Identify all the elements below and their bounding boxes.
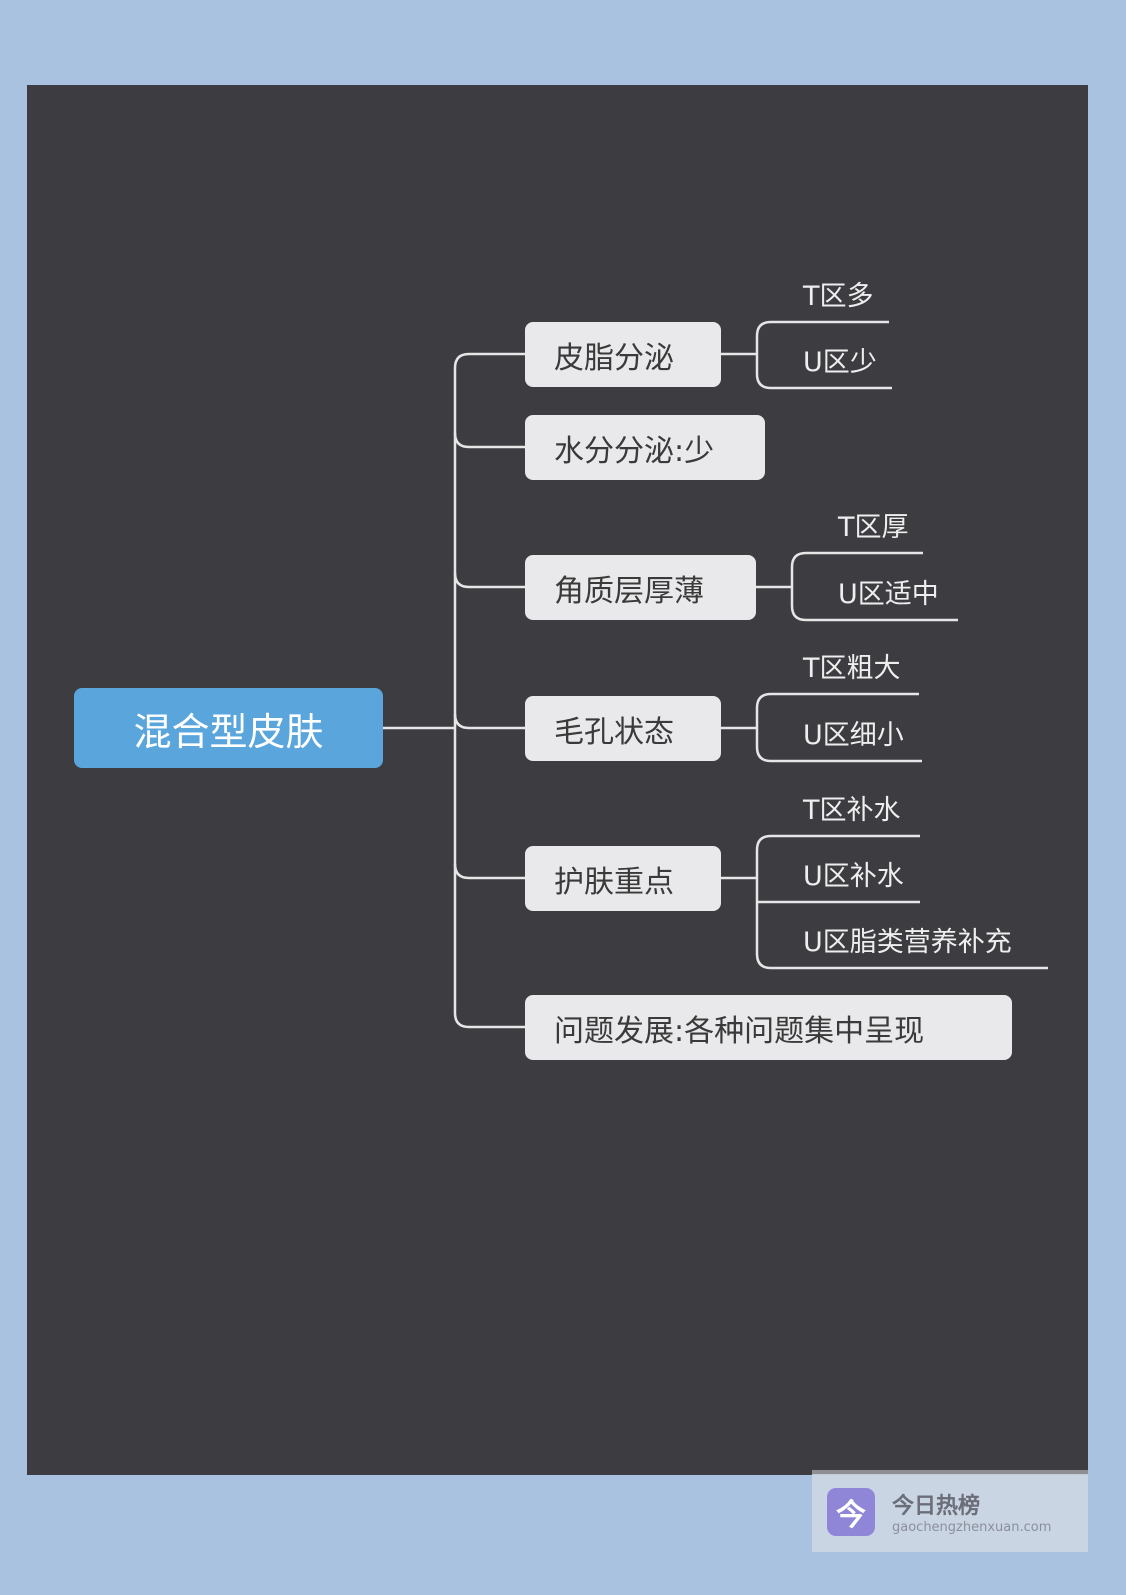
- branch-node[interactable]: 护肤重点: [525, 846, 721, 911]
- watermark: 今 今日热榜 gaochengzhenxuan.com: [812, 1470, 1088, 1552]
- connector: [755, 320, 892, 390]
- leaf-node[interactable]: U区补水: [803, 861, 904, 892]
- branch-node[interactable]: 皮脂分泌: [525, 322, 721, 387]
- leaf-node[interactable]: T区粗大: [803, 653, 901, 684]
- connector: [755, 692, 922, 763]
- branch-node[interactable]: 水分分泌:少: [525, 415, 765, 480]
- branch-node[interactable]: 问题发展:各种问题集中呈现: [525, 995, 1012, 1060]
- watermark-url: gaochengzhenxuan.com: [892, 1520, 1052, 1535]
- watermark-logo-icon: 今: [827, 1488, 875, 1536]
- branch-node[interactable]: 毛孔状态: [525, 696, 721, 761]
- leaf-node[interactable]: U区少: [803, 347, 877, 378]
- connector: [453, 352, 525, 1029]
- connector: [453, 572, 525, 589]
- leaf-node[interactable]: T区厚: [838, 512, 909, 543]
- leaf-node[interactable]: U区适中: [838, 579, 939, 610]
- connector: [453, 713, 525, 730]
- leaf-node[interactable]: U区细小: [803, 720, 904, 751]
- leaf-node[interactable]: U区脂类营养补充: [803, 927, 1012, 958]
- mind-map-canvas: [27, 85, 1088, 1475]
- connector: [790, 551, 958, 622]
- leaf-node[interactable]: T区补水: [803, 795, 901, 826]
- connector: [453, 863, 525, 880]
- leaf-node[interactable]: T区多: [803, 281, 874, 312]
- branch-node[interactable]: 角质层厚薄: [525, 555, 756, 620]
- connector: [453, 432, 525, 449]
- watermark-name: 今日热榜: [892, 1494, 981, 1519]
- root-node[interactable]: 混合型皮肤: [74, 688, 383, 768]
